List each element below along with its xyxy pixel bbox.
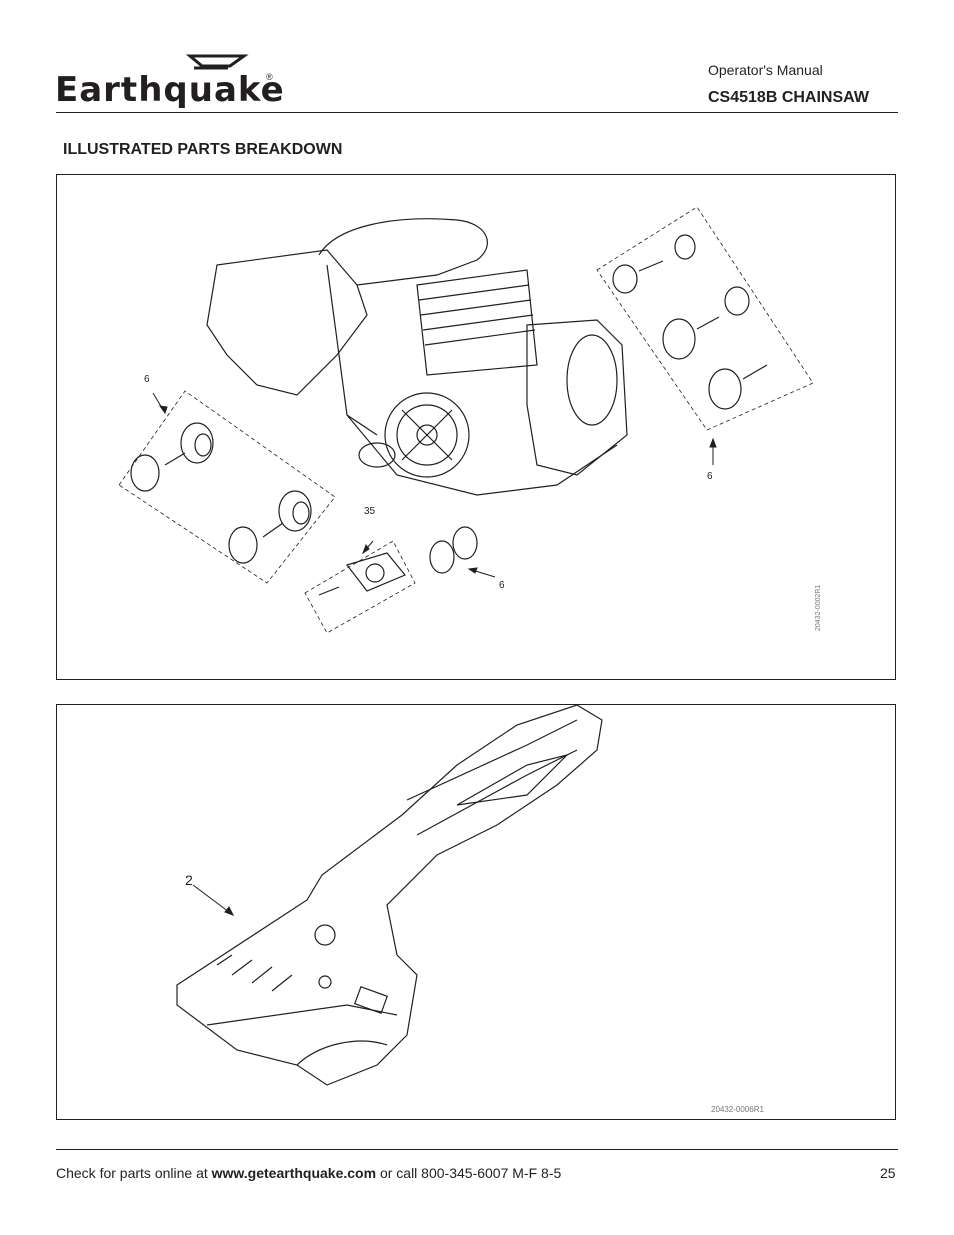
footer-text-after: or call 800-345-6007 M-F 8-5: [376, 1165, 562, 1181]
registered-mark: ®: [266, 72, 273, 82]
callout-2: 2: [185, 872, 193, 888]
section-title: ILLUSTRATED PARTS BREAKDOWN: [63, 141, 343, 158]
footer-text: Check for parts online at www.getearthqu…: [56, 1165, 561, 1181]
header-divider: [56, 112, 898, 113]
brand-name: Earthquake: [55, 70, 285, 110]
rear-handle-illustration: [176, 705, 603, 1086]
earthquake-logo: [185, 54, 249, 70]
drawing-id-2: 20432-0006R1: [711, 1105, 764, 1114]
engine-illustration: [118, 206, 814, 634]
drawing-id-1: 20432-0002R1: [815, 584, 822, 631]
callout-6-right: 6: [707, 471, 713, 482]
callout-35: 35: [364, 506, 376, 517]
footer-text-before: Check for parts online at: [56, 1165, 212, 1181]
callout-6-bottom: 6: [499, 580, 505, 591]
engine-parts-figure: 6 35 6 6 20432-0002R1: [56, 174, 896, 680]
callout-6-left: 6: [144, 374, 150, 385]
handle-parts-figure: 2 20432-0006R1: [56, 704, 896, 1120]
header-subtitle: Operator's Manual: [708, 62, 823, 78]
footer-divider: [56, 1149, 898, 1150]
header-model: CS4518B CHAINSAW: [708, 89, 869, 106]
page-number: 25: [880, 1165, 896, 1181]
footer-url-link[interactable]: www.getearthquake.com: [211, 1165, 377, 1181]
